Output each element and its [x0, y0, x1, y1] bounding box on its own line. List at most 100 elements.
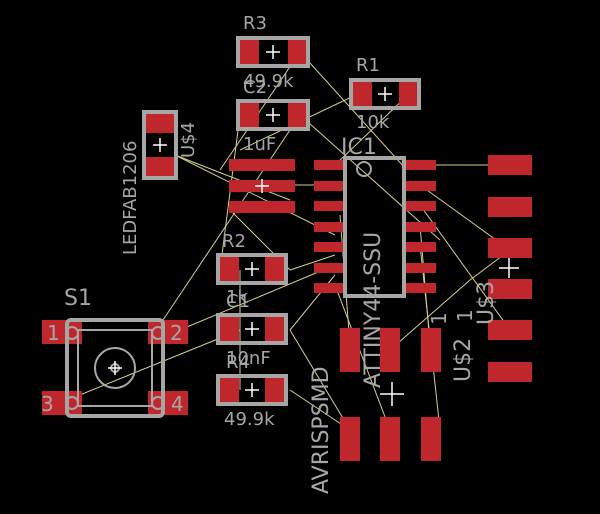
- switch-s1[interactable]: S1 1 2 3 4: [41, 286, 188, 418]
- pad: [265, 254, 287, 284]
- component-name: R2: [222, 231, 246, 252]
- pin-label: 2: [170, 321, 183, 345]
- component-name: U$4: [178, 122, 199, 158]
- component-value: 49.9k: [243, 71, 294, 92]
- resistor-r4[interactable]: R4 49.9k: [216, 352, 288, 430]
- pad: [314, 283, 344, 293]
- component-name: U$2: [451, 338, 476, 382]
- pad: [488, 362, 532, 382]
- ic-ic1[interactable]: IC1 ATTINY44-SSU: [314, 135, 436, 388]
- pad: [421, 417, 441, 461]
- switch-inner: [77, 329, 153, 407]
- component-value: LEDFAB1206: [120, 141, 141, 255]
- pad: [340, 417, 360, 461]
- component-name: C1: [226, 291, 250, 312]
- airwire: [334, 92, 411, 166]
- pad: [380, 328, 400, 372]
- capacitor-c1[interactable]: C1 10nF: [216, 291, 288, 369]
- component-value: 10k: [356, 112, 390, 133]
- airwire: [154, 114, 301, 333]
- led-u4[interactable]: U$4 LEDFAB1206: [120, 110, 199, 255]
- pad: [217, 254, 239, 284]
- pad: [314, 263, 344, 273]
- component-outline: [216, 313, 288, 345]
- pad: [406, 181, 436, 191]
- component-value: 1k: [226, 287, 248, 308]
- airwire: [289, 254, 336, 271]
- component-outline: [343, 156, 406, 298]
- component-outline: [236, 36, 310, 68]
- pad: [288, 100, 310, 130]
- airwire: [219, 51, 301, 171]
- airwire: [174, 264, 336, 333]
- pin-label: 3: [41, 392, 54, 416]
- pad: [488, 238, 532, 258]
- component-value: 10nF: [226, 348, 271, 369]
- pad: [314, 242, 344, 252]
- component-value: 1uF: [243, 134, 276, 155]
- pad: [217, 375, 239, 405]
- airwire: [59, 329, 241, 404]
- airwire: [334, 284, 391, 431]
- pad: [265, 375, 287, 405]
- airwire: [299, 114, 441, 241]
- pad: [314, 160, 344, 170]
- component-name: R4: [226, 352, 250, 373]
- switch-body: [65, 318, 165, 418]
- pad: [406, 263, 436, 273]
- ftdi-header-u3[interactable]: U$3 1: [453, 155, 532, 382]
- pin-label: 1: [453, 309, 477, 322]
- switch-corner: [65, 326, 79, 340]
- resistor-r1[interactable]: R1 10k: [349, 55, 421, 133]
- component-name: IC1: [341, 135, 377, 160]
- pad: [148, 391, 188, 415]
- switch-plunger: [94, 347, 136, 389]
- component-value: AVRISPSMD: [309, 366, 334, 494]
- pad: [406, 283, 436, 293]
- airwire: [289, 329, 351, 431]
- pad: [488, 320, 532, 340]
- pad: [42, 320, 82, 344]
- three-pin-component[interactable]: [229, 159, 295, 213]
- component-name: U$3: [474, 281, 499, 325]
- pad: [350, 79, 372, 109]
- pad: [237, 100, 259, 130]
- component-outline: [216, 374, 288, 406]
- pin-label: 4: [171, 392, 184, 416]
- component-name: R3: [243, 13, 267, 34]
- pad: [42, 391, 82, 415]
- switch-corner: [151, 396, 165, 410]
- component-outline: [349, 78, 421, 110]
- component-name: S1: [64, 286, 92, 311]
- pad: [488, 197, 532, 217]
- pad: [340, 328, 360, 372]
- pad: [421, 328, 441, 372]
- pad: [143, 111, 177, 133]
- switch-corner: [151, 326, 165, 340]
- pad: [265, 314, 287, 344]
- pad: [406, 201, 436, 211]
- pad: [488, 279, 532, 299]
- pad: [314, 201, 344, 211]
- pad: [217, 314, 239, 344]
- isp-header-u2[interactable]: AVRISPSMD U$2 1: [309, 312, 476, 494]
- pad: [229, 159, 295, 171]
- pin-label: 1: [427, 312, 451, 325]
- pad: [229, 201, 295, 213]
- pin1-marker: [356, 161, 372, 177]
- capacitor-c2[interactable]: C2 1uF: [236, 77, 310, 155]
- airwire: [174, 154, 291, 201]
- switch-corner: [65, 396, 79, 410]
- resistor-r3[interactable]: R3 49.9k: [236, 13, 310, 92]
- pad: [148, 320, 188, 344]
- resistor-r2[interactable]: R2 1k: [216, 231, 288, 308]
- component-outline: [236, 99, 310, 131]
- airwire: [219, 114, 241, 271]
- pad: [314, 181, 344, 191]
- airwire: [174, 154, 336, 236]
- pad: [406, 160, 436, 170]
- pad: [488, 155, 532, 175]
- pin-label: 1: [47, 321, 60, 345]
- pad: [288, 37, 310, 67]
